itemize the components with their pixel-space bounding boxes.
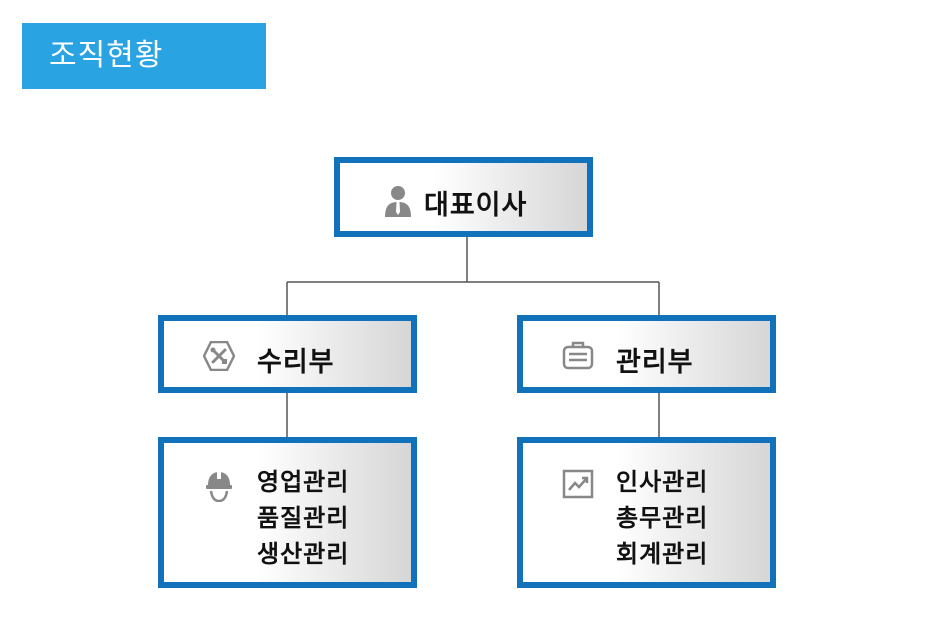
node-repair-subtasks: 영업관리 품질관리 생산관리: [158, 437, 417, 588]
management-subtasks-list: 인사관리 총무관리 회계관리: [616, 464, 708, 572]
subtask-item: 생산관리: [257, 540, 350, 568]
hardhat-icon: [205, 470, 233, 506]
management-dept-label: 관리부: [616, 347, 694, 378]
briefcase-icon: [562, 341, 594, 375]
repair-subtasks-list: 영업관리 품질관리 생산관리: [257, 464, 349, 572]
repair-dept-label: 수리부: [257, 347, 335, 378]
node-repair-dept: 수리부: [158, 315, 417, 393]
node-management-subtasks: 인사관리 총무관리 회계관리: [517, 437, 776, 588]
node-ceo: 대표이사: [334, 157, 593, 237]
subtask-item: 총무관리: [616, 504, 709, 532]
node-management-dept: 관리부: [517, 315, 776, 393]
subtask-item: 품질관리: [257, 504, 350, 532]
subtask-item: 회계관리: [616, 540, 709, 568]
person-icon: [384, 185, 412, 221]
subtask-item: 인사관리: [616, 468, 709, 496]
ceo-label: 대표이사: [424, 190, 528, 221]
page-title: 조직현황: [22, 23, 266, 89]
chart-icon: [562, 469, 594, 503]
tools-icon: [202, 340, 236, 375]
subtask-item: 영업관리: [257, 468, 350, 496]
